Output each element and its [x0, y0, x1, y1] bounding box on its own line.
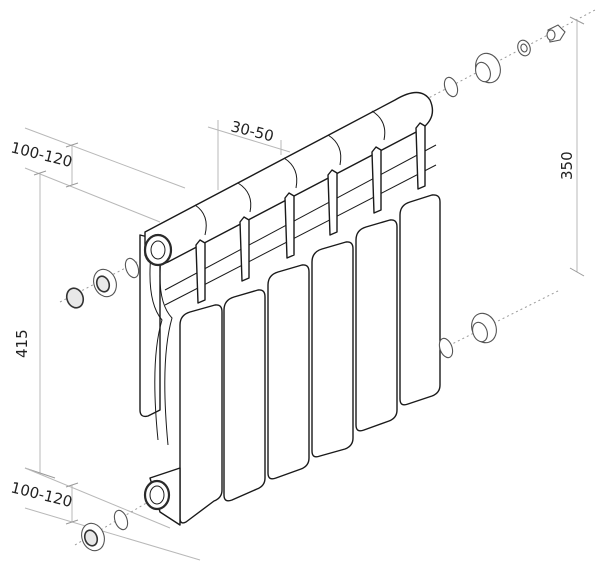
end-cap-icon [65, 287, 85, 309]
section-2 [223, 289, 266, 502]
top-left-fittings [65, 257, 140, 309]
section-4 [311, 241, 354, 458]
section-1 [179, 304, 223, 524]
section-5 [355, 219, 398, 432]
radiator-body [139, 91, 441, 526]
gasket-ring-icon [124, 257, 140, 279]
section-3 [267, 264, 310, 480]
gasket-ring-icon [113, 509, 129, 531]
bottom-left-fittings [81, 509, 129, 552]
top-right-fittings [443, 24, 566, 98]
section-6 [399, 194, 441, 406]
dim-height: 415 [13, 329, 31, 358]
bottom-inlet-port [143, 479, 171, 511]
dimension-lines [24, 16, 585, 561]
gasket-ring-icon [438, 337, 454, 359]
gasket-ring-icon [443, 76, 459, 98]
top-inlet-port [143, 233, 173, 267]
bottom-right-fittings [438, 312, 497, 359]
dim-center-distance: 350 [558, 151, 576, 180]
dim-wall-gap: 30-50 [229, 117, 276, 145]
dim-bottom-depth: 100-120 [9, 478, 74, 511]
